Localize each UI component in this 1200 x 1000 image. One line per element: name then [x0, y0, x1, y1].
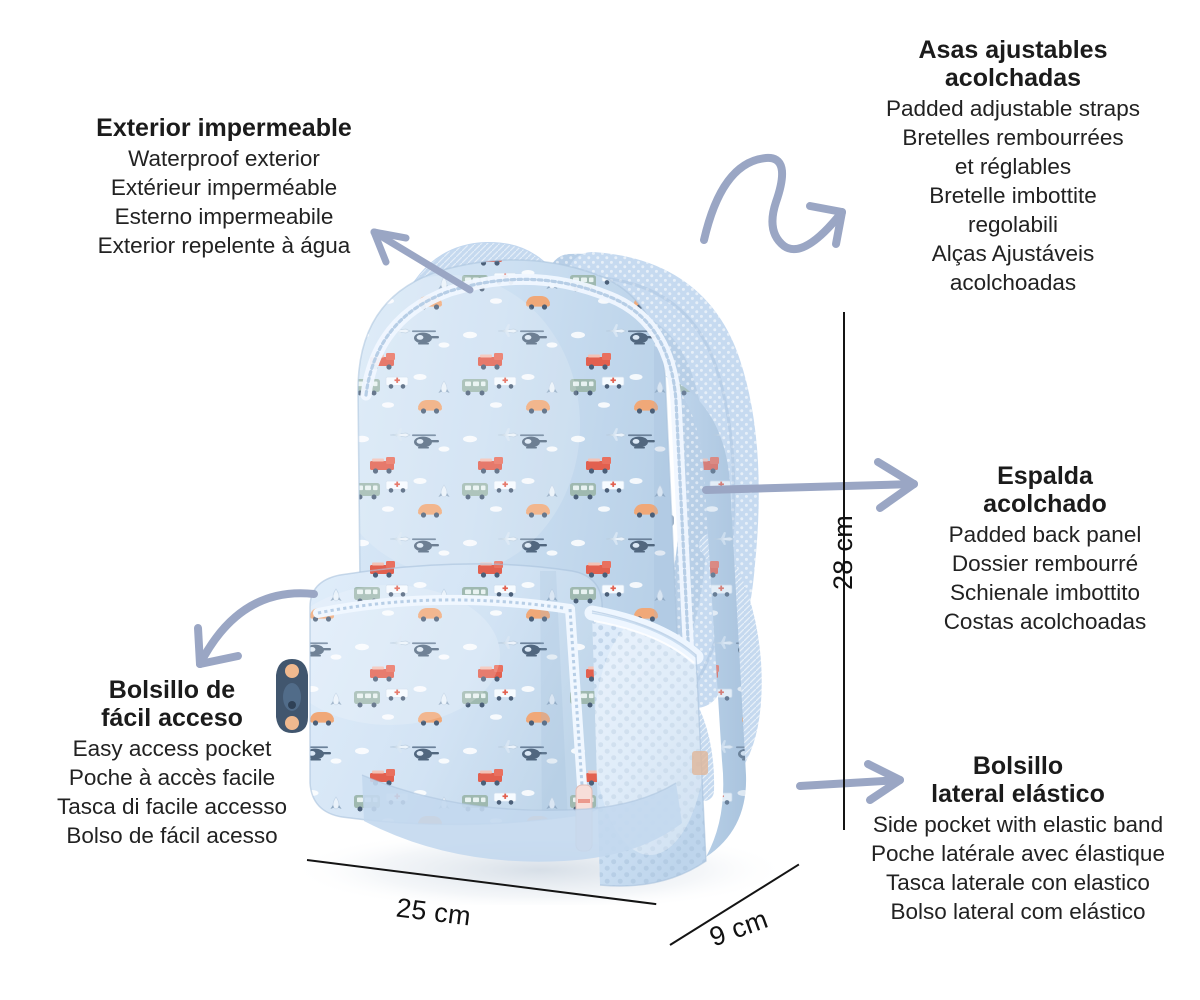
callout-line: Padded back panel	[948, 522, 1142, 547]
callout-line: Padded adjustable straps	[886, 96, 1140, 121]
callout-padded-adjustable-straps: Asas ajustables acolchadas Padded adjust…	[840, 36, 1186, 297]
callout-line: Tasca di facile accesso	[56, 794, 288, 820]
callout-padded-back-panel: Espalda acolchado Padded back panel Doss…	[900, 462, 1190, 636]
callout-title: Bolsillo de fácil acceso	[101, 676, 243, 732]
callout-title: Exterior impermeable	[96, 114, 352, 142]
dimension-label-height: 28 cm	[828, 514, 859, 591]
callout-waterproof-exterior: Exterior impermeable Waterproof exterior…	[48, 114, 400, 260]
callout-line: Costas acolchoadas	[943, 609, 1147, 635]
callout-line: Bretelle imbottite	[929, 183, 1097, 209]
callout-easy-access-pocket: Bolsillo de fácil acceso Easy access poc…	[18, 676, 326, 850]
callout-line: Bolso de fácil acesso	[66, 823, 278, 849]
callout-line: Waterproof exterior	[128, 146, 320, 171]
front-pocket	[309, 563, 611, 852]
callout-line: Dossier rembourré	[951, 551, 1139, 577]
callout-line: Bretelles rembourrées	[902, 125, 1124, 151]
callout-line: regolabili	[967, 212, 1059, 238]
callout-line: et réglables	[954, 154, 1072, 180]
callout-title: Bolsillo lateral elástico	[931, 752, 1105, 808]
bag-base	[361, 774, 682, 862]
callout-line: Schienale imbottito	[949, 580, 1141, 606]
callout-line: Side pocket with elastic band	[872, 812, 1164, 837]
callout-line: acolchoadas	[949, 270, 1077, 296]
car-charm	[276, 659, 308, 733]
dimension-label-depth: 9 cm	[705, 903, 772, 953]
callout-line: Poche latérale avec élastique	[871, 841, 1165, 867]
callout-line: Poche à accès facile	[68, 765, 276, 791]
callout-side-elastic-pocket: Bolsillo lateral elástico Side pocket wi…	[842, 752, 1194, 926]
callout-line: Exterior repelente à água	[97, 233, 351, 259]
callout-line: Bolso lateral com elástico	[890, 899, 1146, 925]
product-image-backpack	[240, 215, 880, 905]
callout-line: Esterno impermeabile	[114, 204, 334, 230]
callout-line: Alças Ajustáveis	[931, 241, 1095, 267]
callout-title: Asas ajustables acolchadas	[918, 36, 1108, 92]
callout-line: Tasca laterale con elastico	[886, 870, 1150, 896]
callout-title: Espalda acolchado	[983, 462, 1107, 518]
callout-line: Easy access pocket	[72, 736, 272, 761]
dimension-line-height	[843, 312, 845, 830]
callout-line: Extérieur imperméable	[110, 175, 338, 201]
